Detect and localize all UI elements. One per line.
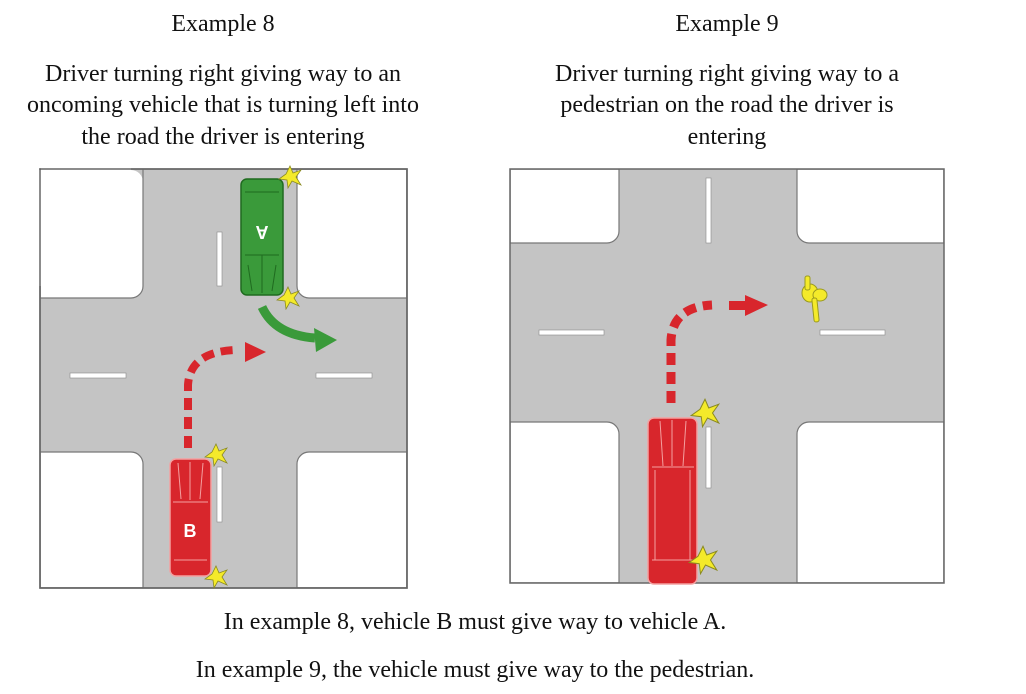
red-car [647,417,698,585]
example8-caption-line3: the road the driver is entering [81,124,365,150]
green-turn-arrow [257,304,316,343]
example9-heading: Example 9 [675,11,779,37]
red-arrow-head [745,295,768,316]
vehicle-b-label: B [184,521,197,541]
footer-line2: In example 9, the vehicle must give way … [195,657,755,683]
lane-marking [216,466,223,523]
vehicle-a-green-car: A [240,178,284,296]
pedestrian-icon [801,275,828,323]
lane-marking [216,231,223,287]
lane-marking [819,329,886,336]
example8-heading: Example 8 [171,11,275,37]
vehicle-b-red-car: B [169,458,212,577]
vehicle-a-label: A [256,222,269,242]
example9-caption-line2: pedestrian on the road the driver is [560,92,894,118]
red-dashed-path [184,346,236,448]
example9-caption-line3: entering [687,124,767,150]
example8-caption-line2: oncoming vehicle that is turning left in… [27,92,419,118]
lane-marking [315,372,373,379]
lane-marking [705,426,712,489]
red-arrow-head [245,342,266,362]
example8-caption-line1: Driver turning right giving way to an [45,61,401,87]
red-dashed-path [666,300,713,403]
example9-caption-line1: Driver turning right giving way to a [555,61,899,87]
example8-diagram: A B [30,158,408,589]
lane-marking [538,329,605,336]
example9-diagram [509,168,945,585]
lane-marking [705,177,712,244]
lane-marking [69,372,127,379]
footer-line1: In example 8, vehicle B must give way to… [223,609,727,635]
green-arrow-head [314,328,337,352]
